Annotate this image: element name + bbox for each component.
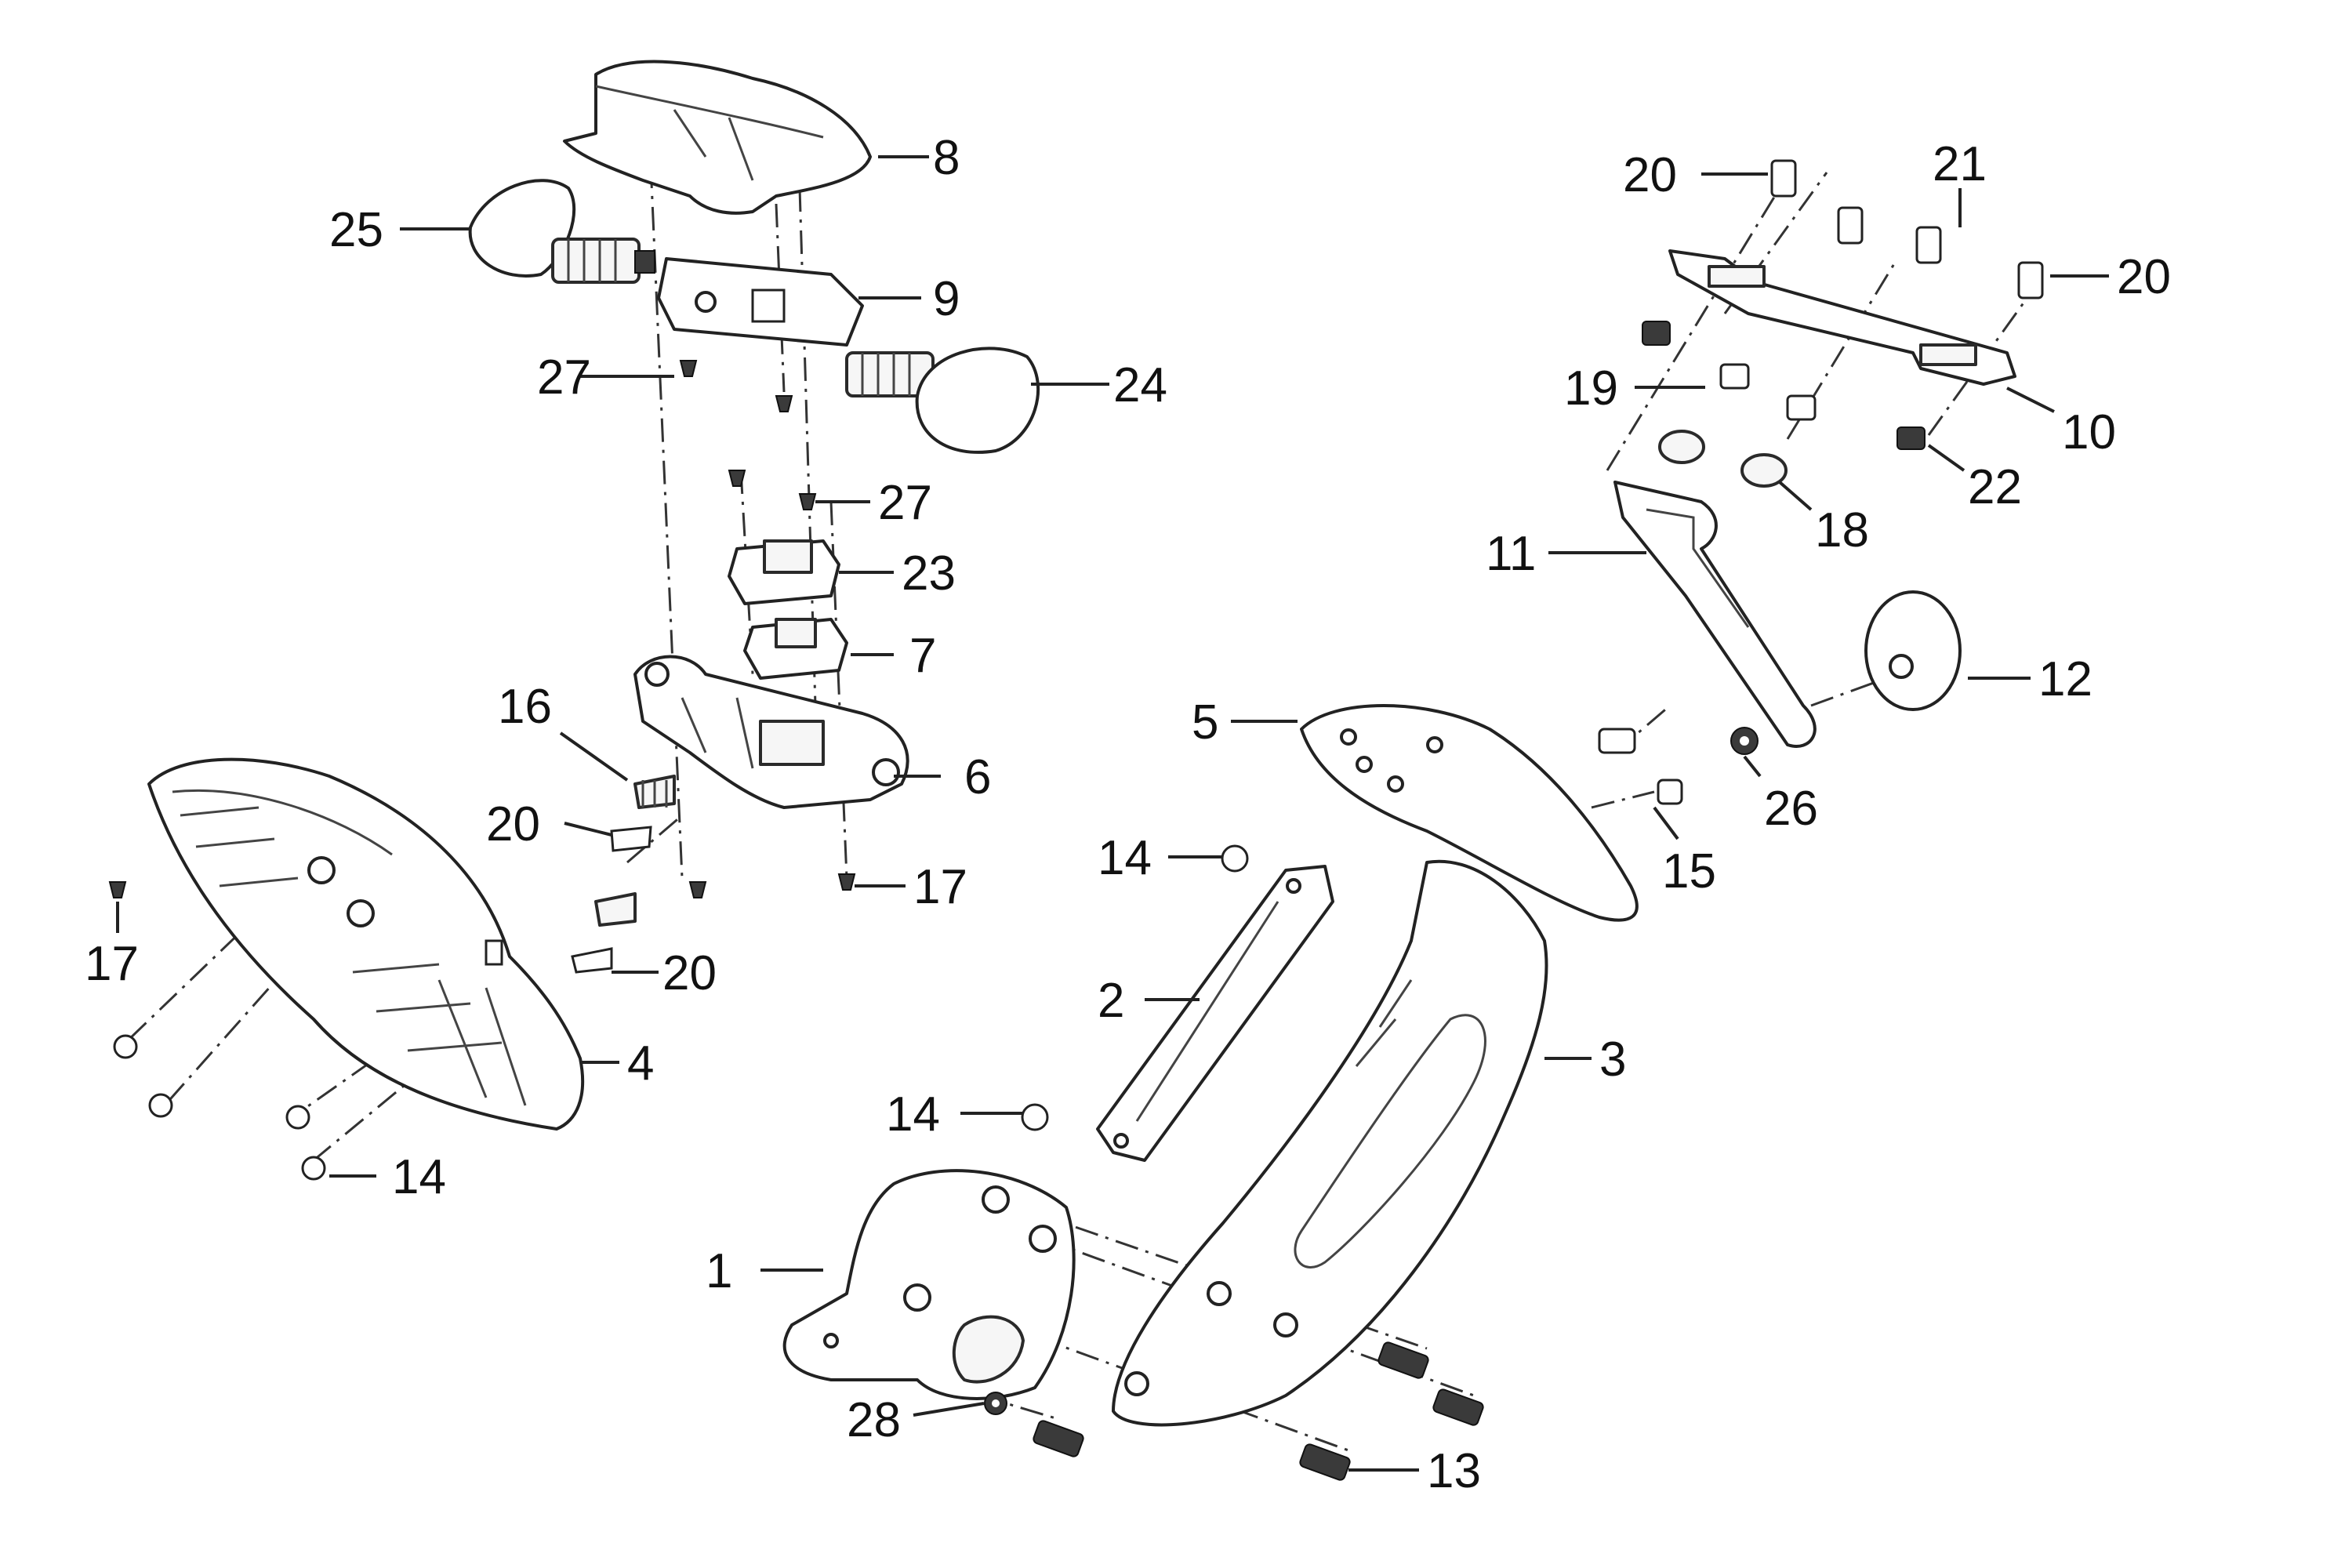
callout-20c: 20 — [1623, 148, 1677, 202]
callout-26: 26 — [1764, 782, 1818, 836]
callout-8: 8 — [933, 131, 960, 185]
washer-28 — [984, 1392, 1007, 1415]
part-8-top-cover — [563, 60, 872, 215]
callout-3: 3 — [1599, 1033, 1626, 1087]
callout-20b: 20 — [662, 946, 717, 1000]
callout-14b: 14 — [1098, 831, 1152, 885]
callout-20d: 20 — [2117, 250, 2171, 304]
part-9-bracket — [657, 257, 864, 347]
screws-13 — [1033, 1341, 1484, 1481]
callout-12: 12 — [2038, 652, 2092, 706]
part-26-nut — [1730, 727, 1759, 755]
part-3-side-panel — [1112, 859, 1548, 1427]
callout-9: 9 — [933, 272, 960, 326]
callout-15: 15 — [1662, 844, 1716, 898]
callout-16: 16 — [498, 680, 552, 734]
screws-17 — [108, 873, 856, 898]
callout-28: 28 — [847, 1393, 901, 1447]
part-10-plate-bracket — [1668, 249, 2016, 386]
callout-7: 7 — [909, 629, 936, 683]
callout-19: 19 — [1564, 361, 1618, 416]
callout-17b: 17 — [85, 937, 139, 991]
part-12-reflector — [1864, 590, 1962, 711]
leader-lines — [116, 155, 2109, 1472]
callout-17a: 17 — [913, 860, 967, 914]
part-25-left-indicator — [468, 179, 655, 284]
parts-19-18-22 — [1642, 321, 1926, 488]
callout-23: 23 — [902, 546, 956, 601]
part-4-fender — [147, 757, 585, 1131]
part-5-tail-cover — [1300, 704, 1639, 922]
callout-1: 1 — [706, 1244, 732, 1298]
part-23-connector — [728, 539, 840, 605]
part-1-bracket — [782, 1169, 1076, 1400]
part-16-clip — [633, 775, 676, 809]
callout-11: 11 — [1486, 527, 1536, 581]
callout-27b: 27 — [878, 476, 932, 530]
part-24-right-indicator — [845, 347, 1040, 454]
callout-18: 18 — [1815, 503, 1869, 557]
callout-14c: 14 — [886, 1087, 940, 1142]
callout-10: 10 — [2062, 405, 2116, 459]
screws-27 — [679, 360, 817, 510]
callout-20a: 20 — [486, 797, 540, 851]
callout-labels: 8 25 9 27 24 27 23 7 6 16 20 20 17 17 4 … — [85, 131, 2171, 1498]
part-7-connector — [743, 618, 848, 680]
callout-2: 2 — [1098, 974, 1124, 1028]
part-20-clips — [571, 826, 652, 974]
callout-4: 4 — [627, 1036, 654, 1091]
callout-13: 13 — [1427, 1444, 1481, 1498]
callout-21: 21 — [1933, 137, 1987, 191]
callout-5: 5 — [1192, 695, 1218, 750]
screws-20-21-top — [1770, 159, 2044, 299]
callout-6: 6 — [964, 750, 991, 804]
callout-22: 22 — [1968, 460, 2022, 514]
callout-27a: 27 — [537, 350, 591, 405]
assembly-lines — [124, 164, 2040, 1452]
part-2-strip — [1096, 865, 1334, 1162]
part-15-pins — [1598, 728, 1683, 805]
part-6-lamp-base — [633, 655, 909, 809]
callout-25: 25 — [329, 203, 383, 257]
screws-14-left — [113, 1034, 326, 1181]
part-11-arm — [1613, 481, 1817, 748]
callout-24: 24 — [1113, 358, 1167, 412]
callout-14a: 14 — [392, 1150, 446, 1204]
